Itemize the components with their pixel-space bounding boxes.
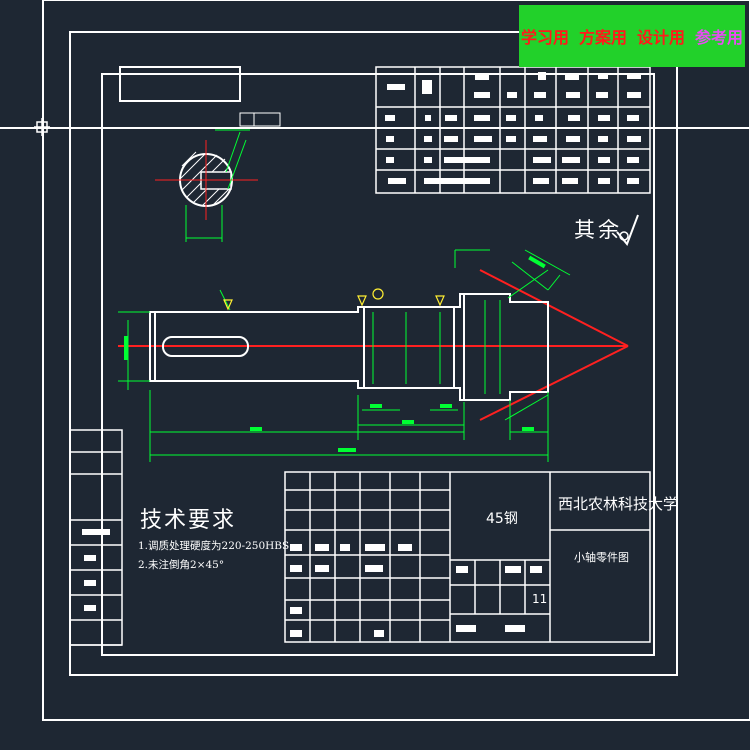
sheet-value: 11	[532, 592, 548, 606]
outer-frames	[0, 0, 750, 721]
usage-banner: 学习用 方案用 设计用 参考用	[519, 5, 745, 67]
parts-table-glyphs	[385, 72, 641, 184]
roughness-circle-icon	[619, 231, 629, 241]
parts-table	[375, 66, 651, 194]
banner-plan-label: 方案用	[578, 28, 627, 47]
title-block-glyphs	[290, 544, 542, 637]
tech-req-line-1: 1.调质处理硬度为220-250HBS	[138, 540, 290, 552]
crosshair-marker	[34, 118, 50, 136]
tech-req-title: 技术要求	[140, 508, 237, 533]
title-block	[284, 471, 651, 643]
revision-table-glyphs	[82, 529, 110, 611]
roughness-note: 其余	[574, 218, 622, 242]
material-label: 45钢	[486, 511, 518, 527]
banner-reference-label: 参考用	[695, 28, 744, 47]
banner-study-label: 学习用	[520, 28, 569, 47]
dimension-text-marks	[124, 255, 546, 452]
roughness-symbols	[223, 288, 445, 311]
banner-design-label: 设计用	[637, 28, 686, 47]
section-view	[155, 112, 281, 242]
dimension-lines	[118, 249, 571, 462]
revision-table	[69, 429, 123, 646]
part-name: 小轴零件图	[574, 551, 629, 564]
school-name: 西北农林科技大学	[558, 495, 679, 513]
tech-req-line-2: 2.未注倒角2×45°	[138, 559, 225, 571]
